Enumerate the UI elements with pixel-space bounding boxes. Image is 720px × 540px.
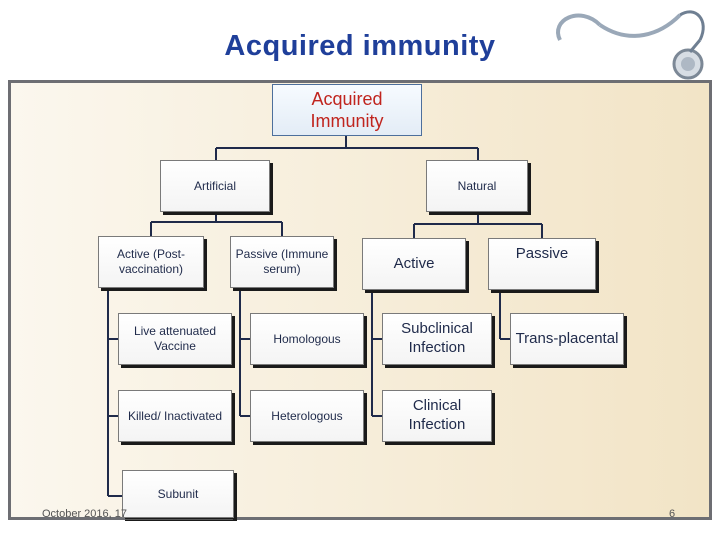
page-number: 6 [669, 508, 676, 520]
node-artificial-active: Active (Post-vaccination) [98, 236, 204, 288]
node-natural-active: Active [362, 238, 466, 290]
node-killed: Killed/ Inactivated [118, 390, 232, 442]
node-natural: Natural [426, 160, 528, 212]
node-homologous: Homologous [250, 313, 364, 365]
stethoscope-icon [556, 10, 705, 80]
footer-divider [125, 519, 233, 520]
footer-date: October 2016, 17 [42, 508, 128, 520]
diagram-panel [8, 80, 712, 520]
node-live-attenuated: Live attenuated Vaccine [118, 313, 232, 365]
node-heterologous: Heterologous [250, 390, 364, 442]
node-transplacental: Trans-placental [510, 313, 624, 365]
slide-title: Acquired immunity [224, 30, 496, 62]
node-natural-passive: Passive [488, 238, 596, 290]
node-subunit: Subunit [122, 470, 234, 518]
node-artificial-passive: Passive (Immune serum) [230, 236, 334, 288]
node-clinical-infection: Clinical Infection [382, 390, 492, 442]
node-subclinical-infection: Subclinical Infection [382, 313, 492, 365]
node-artificial: Artificial [160, 160, 270, 212]
node-acquired-immunity: Acquired Immunity [272, 84, 422, 136]
